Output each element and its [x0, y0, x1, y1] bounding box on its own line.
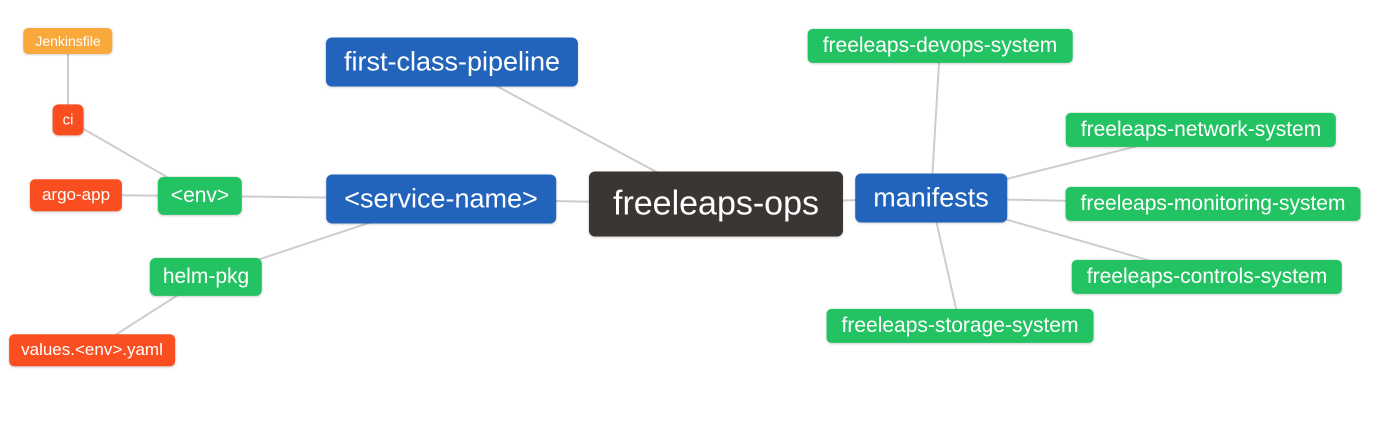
- node-freeleaps-network-system[interactable]: freeleaps-network-system: [1065, 112, 1337, 148]
- node-freeleaps-monitoring-system[interactable]: freeleaps-monitoring-system: [1065, 186, 1361, 222]
- node-ci[interactable]: ci: [52, 104, 84, 136]
- node-helm-pkg[interactable]: helm-pkg: [149, 257, 263, 297]
- node-first-class-pipeline[interactable]: first-class-pipeline: [325, 37, 579, 87]
- node-freeleaps-controls-system[interactable]: freeleaps-controls-system: [1071, 259, 1343, 295]
- node-values-env-yaml[interactable]: values.<env>.yaml: [9, 334, 175, 366]
- node-freeleaps-storage-system[interactable]: freeleaps-storage-system: [826, 308, 1094, 344]
- node-freeleaps-ops[interactable]: freeleaps-ops: [588, 171, 844, 237]
- node-service-name[interactable]: <service-name>: [326, 174, 556, 224]
- node-freeleaps-devops-system[interactable]: freeleaps-devops-system: [807, 28, 1073, 64]
- node-jenkinsfile[interactable]: Jenkinsfile: [23, 27, 113, 55]
- edge-manifests-devopssystem: [930, 45, 941, 199]
- node-env[interactable]: <env>: [157, 176, 243, 216]
- node-manifests[interactable]: manifests: [855, 173, 1007, 223]
- node-argo-app[interactable]: argo-app: [29, 179, 123, 211]
